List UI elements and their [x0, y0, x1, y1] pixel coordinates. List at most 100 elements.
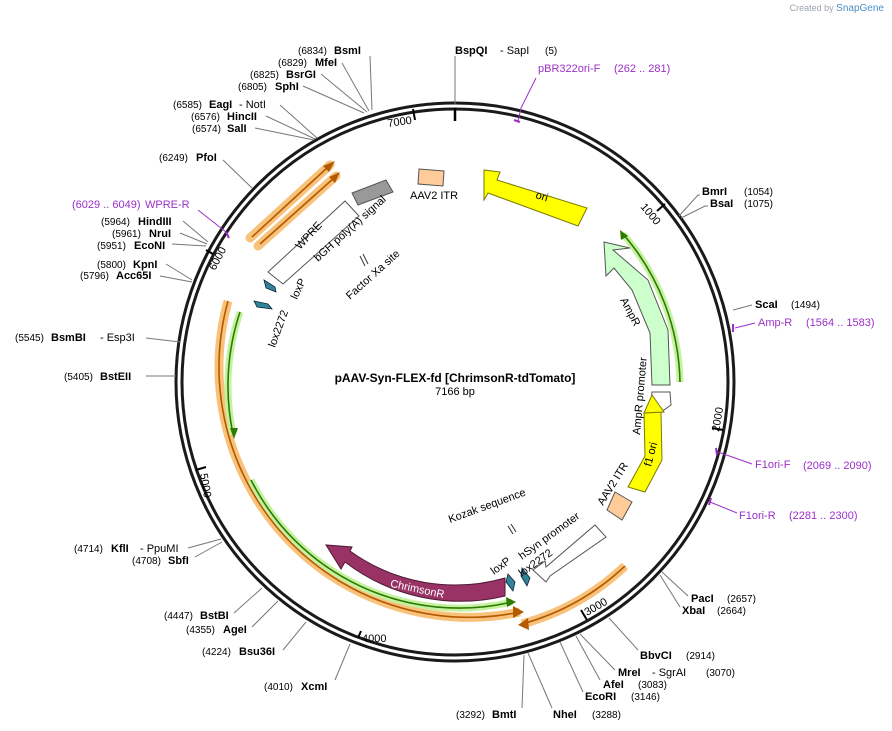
tick-mark-4000: 4000	[357, 630, 386, 645]
svg-text:NruI: NruI	[149, 228, 171, 240]
lox2272-feature-b[interactable]: lox2272	[253, 300, 291, 349]
site-sali[interactable]: (6574) SalI	[192, 123, 315, 141]
svg-text:(6829): (6829)	[278, 58, 307, 69]
svg-text:BstBI: BstBI	[200, 610, 229, 622]
svg-text:Amp-R: Amp-R	[758, 317, 792, 329]
plasmid-title: pAAV-Syn-FLEX-fd [ChrimsonR-tdTomato]	[335, 371, 576, 385]
tick-mark-2000: 2000	[710, 406, 726, 432]
site-bsmi[interactable]: (6834) BsmI	[298, 45, 373, 111]
site-xbai[interactable]: XbaI (2664)	[659, 574, 746, 617]
green-arc-right	[620, 230, 684, 383]
tick-mark-5000: 5000	[195, 466, 213, 499]
site-bsmbi[interactable]: (5545) BsmBI - Esp3I	[15, 332, 181, 344]
svg-text:5000: 5000	[197, 472, 213, 498]
orange-arc-left	[214, 299, 524, 622]
svg-text:(6834): (6834)	[298, 46, 327, 57]
svg-text:(262 .. 281): (262 .. 281)	[614, 63, 670, 75]
svg-text:(1564 .. 1583): (1564 .. 1583)	[806, 317, 875, 329]
svg-text:pBR322ori-F: pBR322ori-F	[538, 63, 601, 75]
svg-text:(5800): (5800)	[97, 260, 126, 271]
site-kpni[interactable]: (5800) KpnI	[97, 259, 193, 281]
site-paci[interactable]: PacI (2657)	[661, 571, 756, 605]
site-afei[interactable]: AfeI (3083)	[575, 635, 667, 691]
svg-text:Bsu36I: Bsu36I	[239, 646, 275, 658]
aav2itr-right-feature[interactable]: AAV2 ITR	[595, 460, 633, 521]
credit-text: Created by	[789, 3, 834, 13]
svg-text:(3083): (3083)	[638, 680, 667, 691]
kozak-feature[interactable]: Kozak sequence	[447, 487, 528, 535]
site-scai[interactable]: ScaI (1494)	[732, 299, 820, 311]
site-xcmi[interactable]: (4010) XcmI	[264, 643, 351, 693]
svg-text:HindIII: HindIII	[138, 216, 172, 228]
ori-feature[interactable]: ori	[483, 169, 588, 227]
svg-text:- SapI: - SapI	[500, 45, 529, 57]
site-ecori[interactable]: EcoRI (3146)	[559, 641, 660, 703]
site-econi[interactable]: (5951) EcoNI	[97, 240, 207, 252]
svg-text:AgeI: AgeI	[223, 624, 247, 636]
svg-text:(4447): (4447)	[164, 611, 193, 622]
primer-wpre-r[interactable]: (6029 .. 6049) WPRE-R	[72, 199, 230, 239]
primer-f1ori-r[interactable]: F1ori-R (2281 .. 2300)	[708, 497, 858, 522]
site-hindiii[interactable]: (5964) HindIII	[101, 216, 209, 243]
aav2itr-left-feature[interactable]: AAV2 ITR	[410, 168, 458, 202]
credit: Created by SnapGene	[790, 3, 884, 14]
site-bstbi[interactable]: (4447) BstBI	[164, 587, 263, 622]
svg-text:(1075): (1075)	[744, 199, 773, 210]
svg-text:KpnI: KpnI	[133, 259, 157, 271]
svg-text:(5796): (5796)	[80, 271, 109, 282]
site-nrui[interactable]: (5961) NruI	[112, 228, 208, 245]
site-bsteii[interactable]: (5405) BstEII	[64, 371, 176, 383]
site-agei[interactable]: (4355) AgeI	[186, 600, 279, 636]
svg-text:(6805): (6805)	[238, 82, 267, 93]
site-bspqi[interactable]: BspQI - SapI (5)	[454, 45, 557, 104]
site-acc65i[interactable]: (5796) Acc65I	[80, 270, 193, 283]
aav2itr-left-label: AAV2 ITR	[410, 190, 458, 202]
svg-text:(1054): (1054)	[744, 187, 773, 198]
svg-text:XcmI: XcmI	[301, 681, 327, 693]
svg-text:Acc65I: Acc65I	[116, 270, 151, 282]
site-bsu36i[interactable]: (4224) Bsu36I	[202, 621, 307, 658]
site-bmri[interactable]: BmrI (1054)	[678, 186, 773, 217]
svg-text:SbfI: SbfI	[168, 555, 189, 567]
svg-text:MreI: MreI	[618, 667, 641, 679]
svg-text:- NotI: - NotI	[239, 99, 266, 111]
svg-text:(5405): (5405)	[64, 372, 93, 383]
site-nhei[interactable]: NheI (3288)	[527, 652, 621, 721]
svg-text:- PpuMI: - PpuMI	[140, 543, 179, 555]
site-bsrgi[interactable]: (6825) BsrGI	[250, 69, 368, 113]
site-hincii[interactable]: (6576) HincII	[191, 111, 316, 140]
svg-text:(6574): (6574)	[192, 124, 221, 135]
svg-text:(5951): (5951)	[97, 241, 126, 252]
primer-pbr322ori-f[interactable]: pBR322ori-F (262 .. 281)	[513, 63, 670, 123]
svg-text:F1ori-R: F1ori-R	[739, 510, 776, 522]
tick-mark-7000: 7000	[387, 108, 416, 130]
svg-text:BsaI: BsaI	[710, 198, 733, 210]
svg-text:BsmBI: BsmBI	[51, 332, 86, 344]
loxp-label-a: loxP	[489, 555, 513, 577]
svg-text:WPRE-R: WPRE-R	[145, 199, 190, 211]
site-kfli[interactable]: (4714) KflI - PpuMI	[74, 538, 222, 555]
f1ori-feature[interactable]: f1 ori	[627, 393, 665, 493]
snapgene-logo: SnapGene	[836, 3, 884, 14]
primer-f1ori-f[interactable]: F1ori-F (2069 .. 2090)	[715, 447, 872, 472]
ori-label: ori	[534, 189, 549, 204]
svg-text:(2069 .. 2090): (2069 .. 2090)	[803, 460, 872, 472]
factor-xa-feature[interactable]: Factor Xa site	[344, 248, 402, 302]
site-mrei[interactable]: MreI - SgrAI (3070)	[579, 633, 735, 679]
primer-amp-r[interactable]: Amp-R (1564 .. 1583)	[732, 317, 875, 332]
svg-text:(2657): (2657)	[727, 594, 756, 605]
site-bmti[interactable]: (3292) BmtI	[456, 654, 525, 721]
site-pfoi[interactable]: (6249) PfoI	[159, 152, 253, 189]
svg-text:BsrGI: BsrGI	[286, 69, 316, 81]
site-bbvci[interactable]: BbvCI (2914)	[608, 617, 715, 662]
site-sbfi[interactable]: (4708) SbfI	[132, 541, 223, 567]
site-mfei[interactable]: (6829) MfeI	[278, 57, 370, 112]
site-eagi[interactable]: (6585) EagI - NotI	[173, 99, 318, 139]
svg-text:(5): (5)	[545, 46, 557, 57]
site-bsai[interactable]: BsaI (1075)	[680, 198, 773, 219]
svg-text:- Esp3I: - Esp3I	[100, 332, 135, 344]
svg-text:(2281 .. 2300): (2281 .. 2300)	[789, 510, 858, 522]
site-sphi[interactable]: (6805) SphI	[238, 81, 365, 114]
svg-text:(6576): (6576)	[191, 112, 220, 123]
